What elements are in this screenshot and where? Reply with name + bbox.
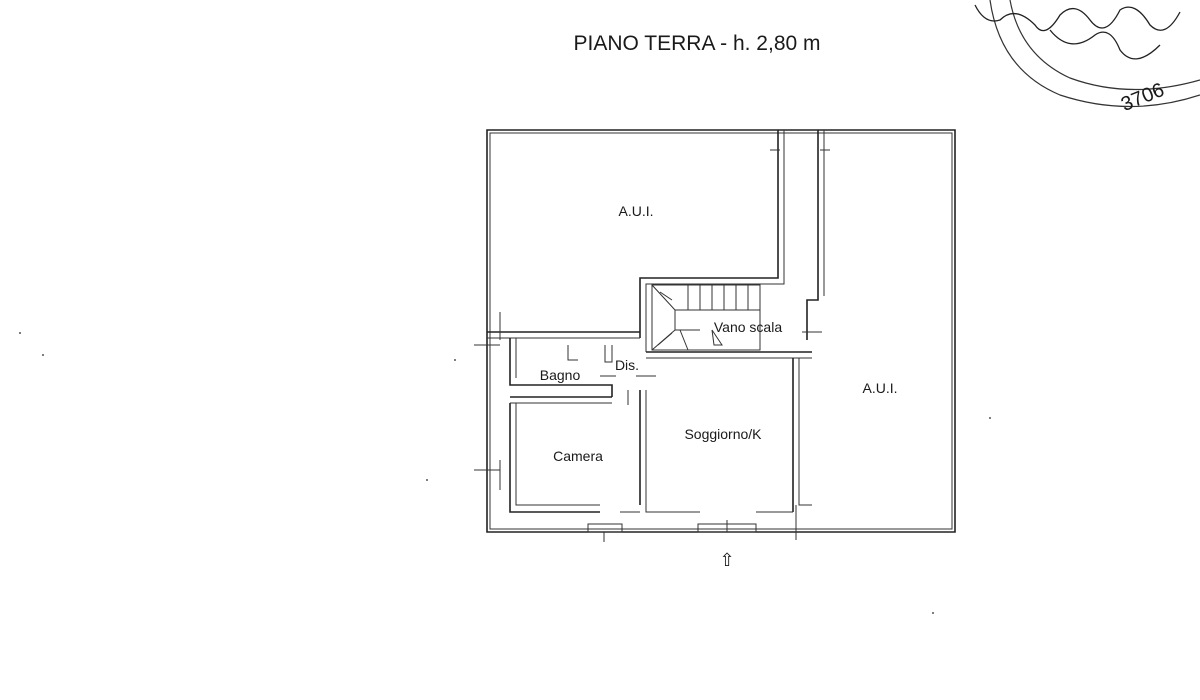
left-apartment-walls [474, 338, 656, 513]
room-label-soggiorno: Soggiorno/K [684, 426, 762, 442]
stamp-number: 3706 [1118, 79, 1168, 116]
stair-shaft-walls [639, 130, 830, 352]
notary-stamp: 3706 [974, 0, 1200, 116]
camera-soggiorno-partition [620, 390, 700, 513]
middle-walls [474, 312, 822, 359]
stairs [651, 284, 761, 351]
room-label-vano-scala: Vano scala [714, 319, 782, 335]
page-title: PIANO TERRA - h. 2,80 m [573, 32, 820, 55]
scan-artifacts [19, 332, 991, 614]
room-label-dis: Dis. [615, 357, 639, 373]
right-partition-wall [792, 358, 812, 540]
room-label-aui-right: A.U.I. [862, 380, 897, 396]
room-label-aui-top: A.U.I. [618, 203, 653, 219]
bottom-windows [587, 511, 793, 542]
entrance-arrow-icon: ⇧ [719, 550, 734, 570]
outer-walls [486, 129, 956, 533]
room-label-bagno: Bagno [540, 367, 581, 383]
room-label-camera: Camera [553, 448, 603, 464]
